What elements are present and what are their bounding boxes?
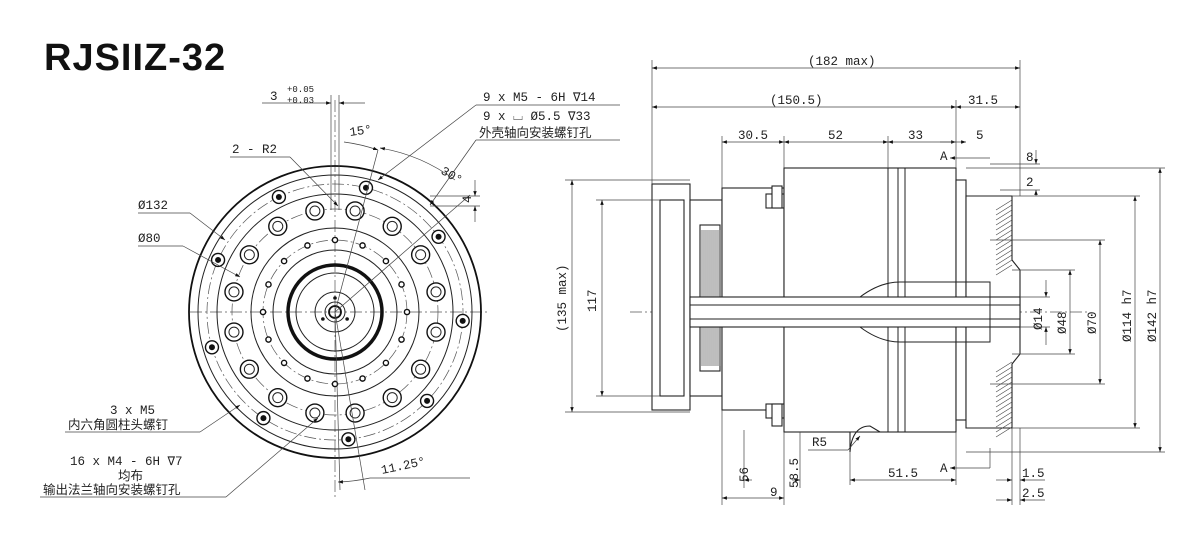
m4-even: 均布 <box>118 468 143 483</box>
pin-hole <box>382 359 390 367</box>
flange-hole <box>382 216 402 237</box>
bore-outer <box>272 249 398 375</box>
pin-hole <box>398 336 405 343</box>
angle-1125: 11.25° <box>380 455 427 478</box>
dim-d14: Ø14 <box>1032 307 1046 330</box>
flange-hole <box>410 359 431 379</box>
dim-56: 56 <box>738 467 752 482</box>
datum-a-bottom: A <box>940 462 948 476</box>
flange-hole <box>268 387 288 408</box>
pin-hole <box>304 375 311 382</box>
dim-315: 31.5 <box>968 94 998 108</box>
flange-hole <box>410 245 431 265</box>
hub-outer <box>314 291 356 333</box>
dim-1505: (150.5) <box>770 94 823 108</box>
bore-inner <box>295 272 375 352</box>
dim-d142: Ø142 h7 <box>1146 289 1160 342</box>
housing-desc: 外壳轴向安装螺钉孔 <box>479 125 592 140</box>
dim-5: 5 <box>976 129 984 143</box>
flange-edge <box>216 193 454 431</box>
pin-hole <box>265 281 272 288</box>
flange-hole <box>426 322 446 342</box>
dim-515: 51.5 <box>888 467 918 481</box>
angle-15: 15° <box>349 123 373 140</box>
m5-desc: 内六角圆柱头螺钉 <box>68 417 169 432</box>
flange-hole <box>345 403 365 423</box>
pin-hole <box>359 242 366 249</box>
m4-desc: 输出法兰轴向安装螺钉孔 <box>43 482 181 497</box>
flange-hole <box>268 216 288 237</box>
outer-inner-circle <box>197 174 473 450</box>
pin-hole <box>382 257 390 265</box>
pin-hole <box>259 308 267 316</box>
pin-hole <box>398 281 405 288</box>
flange-hole <box>224 322 244 342</box>
dim-r5: R5 <box>812 436 827 450</box>
dim-d70: Ø70 <box>1086 311 1100 334</box>
housing-spec1: 9 x M5 - 6H ∇14 <box>483 91 596 105</box>
side-view: (182 max) (150.5) 31.5 30.5 52 33 5 A 8 … <box>556 55 1165 505</box>
pin-hole <box>265 336 272 343</box>
dim-4: 4 <box>461 195 475 203</box>
flange-hole <box>382 387 402 408</box>
datum-a-top: A <box>940 150 948 164</box>
flange-inner-step <box>250 227 420 397</box>
pin-holes <box>259 236 411 388</box>
flange-hole <box>305 403 325 423</box>
dim-9: 9 <box>770 486 778 500</box>
pin-hole <box>331 380 339 388</box>
dim-305: 30.5 <box>738 129 768 143</box>
outer-circle <box>188 165 482 459</box>
front-view: 3 +0.05 +0.03 2 - R2 15° 30° 4 Ø132 Ø80 … <box>40 85 620 500</box>
pin-hole <box>280 257 288 265</box>
m5-count: 3 x M5 <box>110 404 155 418</box>
m4-spec: 16 x M4 - 6H ∇7 <box>70 455 183 469</box>
dim-25: 2.5 <box>1022 487 1045 501</box>
flange-hole <box>426 282 446 302</box>
model-title: RJSIIZ-32 <box>44 37 226 79</box>
pin-hole <box>403 308 411 316</box>
angle-30: 30° <box>438 164 464 187</box>
housing-bolt-circle <box>206 183 464 441</box>
dim-52: 52 <box>828 129 843 143</box>
dim-2: 2 <box>1026 176 1034 190</box>
flange-hole <box>239 359 260 379</box>
pin-hole <box>359 375 366 382</box>
flange-hole <box>239 245 260 265</box>
tol-upper: +0.05 <box>287 85 314 95</box>
dim-15: 1.5 <box>1022 467 1045 481</box>
dim-33: 33 <box>908 129 923 143</box>
dim-135: (135 max) <box>556 264 570 332</box>
d80-label: Ø80 <box>138 232 161 246</box>
dim-d114: Ø114 h7 <box>1121 289 1135 342</box>
pin-hole <box>304 242 311 249</box>
housing-spec2: 9 x ⌴ Ø5.5 ∇33 <box>483 110 591 124</box>
dim-585: 58.5 <box>788 458 802 488</box>
dim-117: 117 <box>586 289 600 312</box>
dim-8: 8 <box>1026 151 1034 165</box>
tol-lower: +0.03 <box>287 96 314 106</box>
output-ring <box>286 263 384 361</box>
flange-bolt-circle <box>231 208 439 416</box>
tol-main: 3 <box>270 90 278 104</box>
d132-label: Ø132 <box>138 199 168 213</box>
flange-hole <box>345 201 365 221</box>
flange-hole <box>224 282 244 302</box>
flange-holes <box>224 201 446 423</box>
pin-hole <box>331 236 339 244</box>
pin-hole <box>280 359 288 367</box>
flange-hole <box>305 201 325 221</box>
dim-182: (182 max) <box>808 55 876 69</box>
dim-d48: Ø48 <box>1056 311 1070 334</box>
r2-label: 2 - R2 <box>232 143 277 157</box>
